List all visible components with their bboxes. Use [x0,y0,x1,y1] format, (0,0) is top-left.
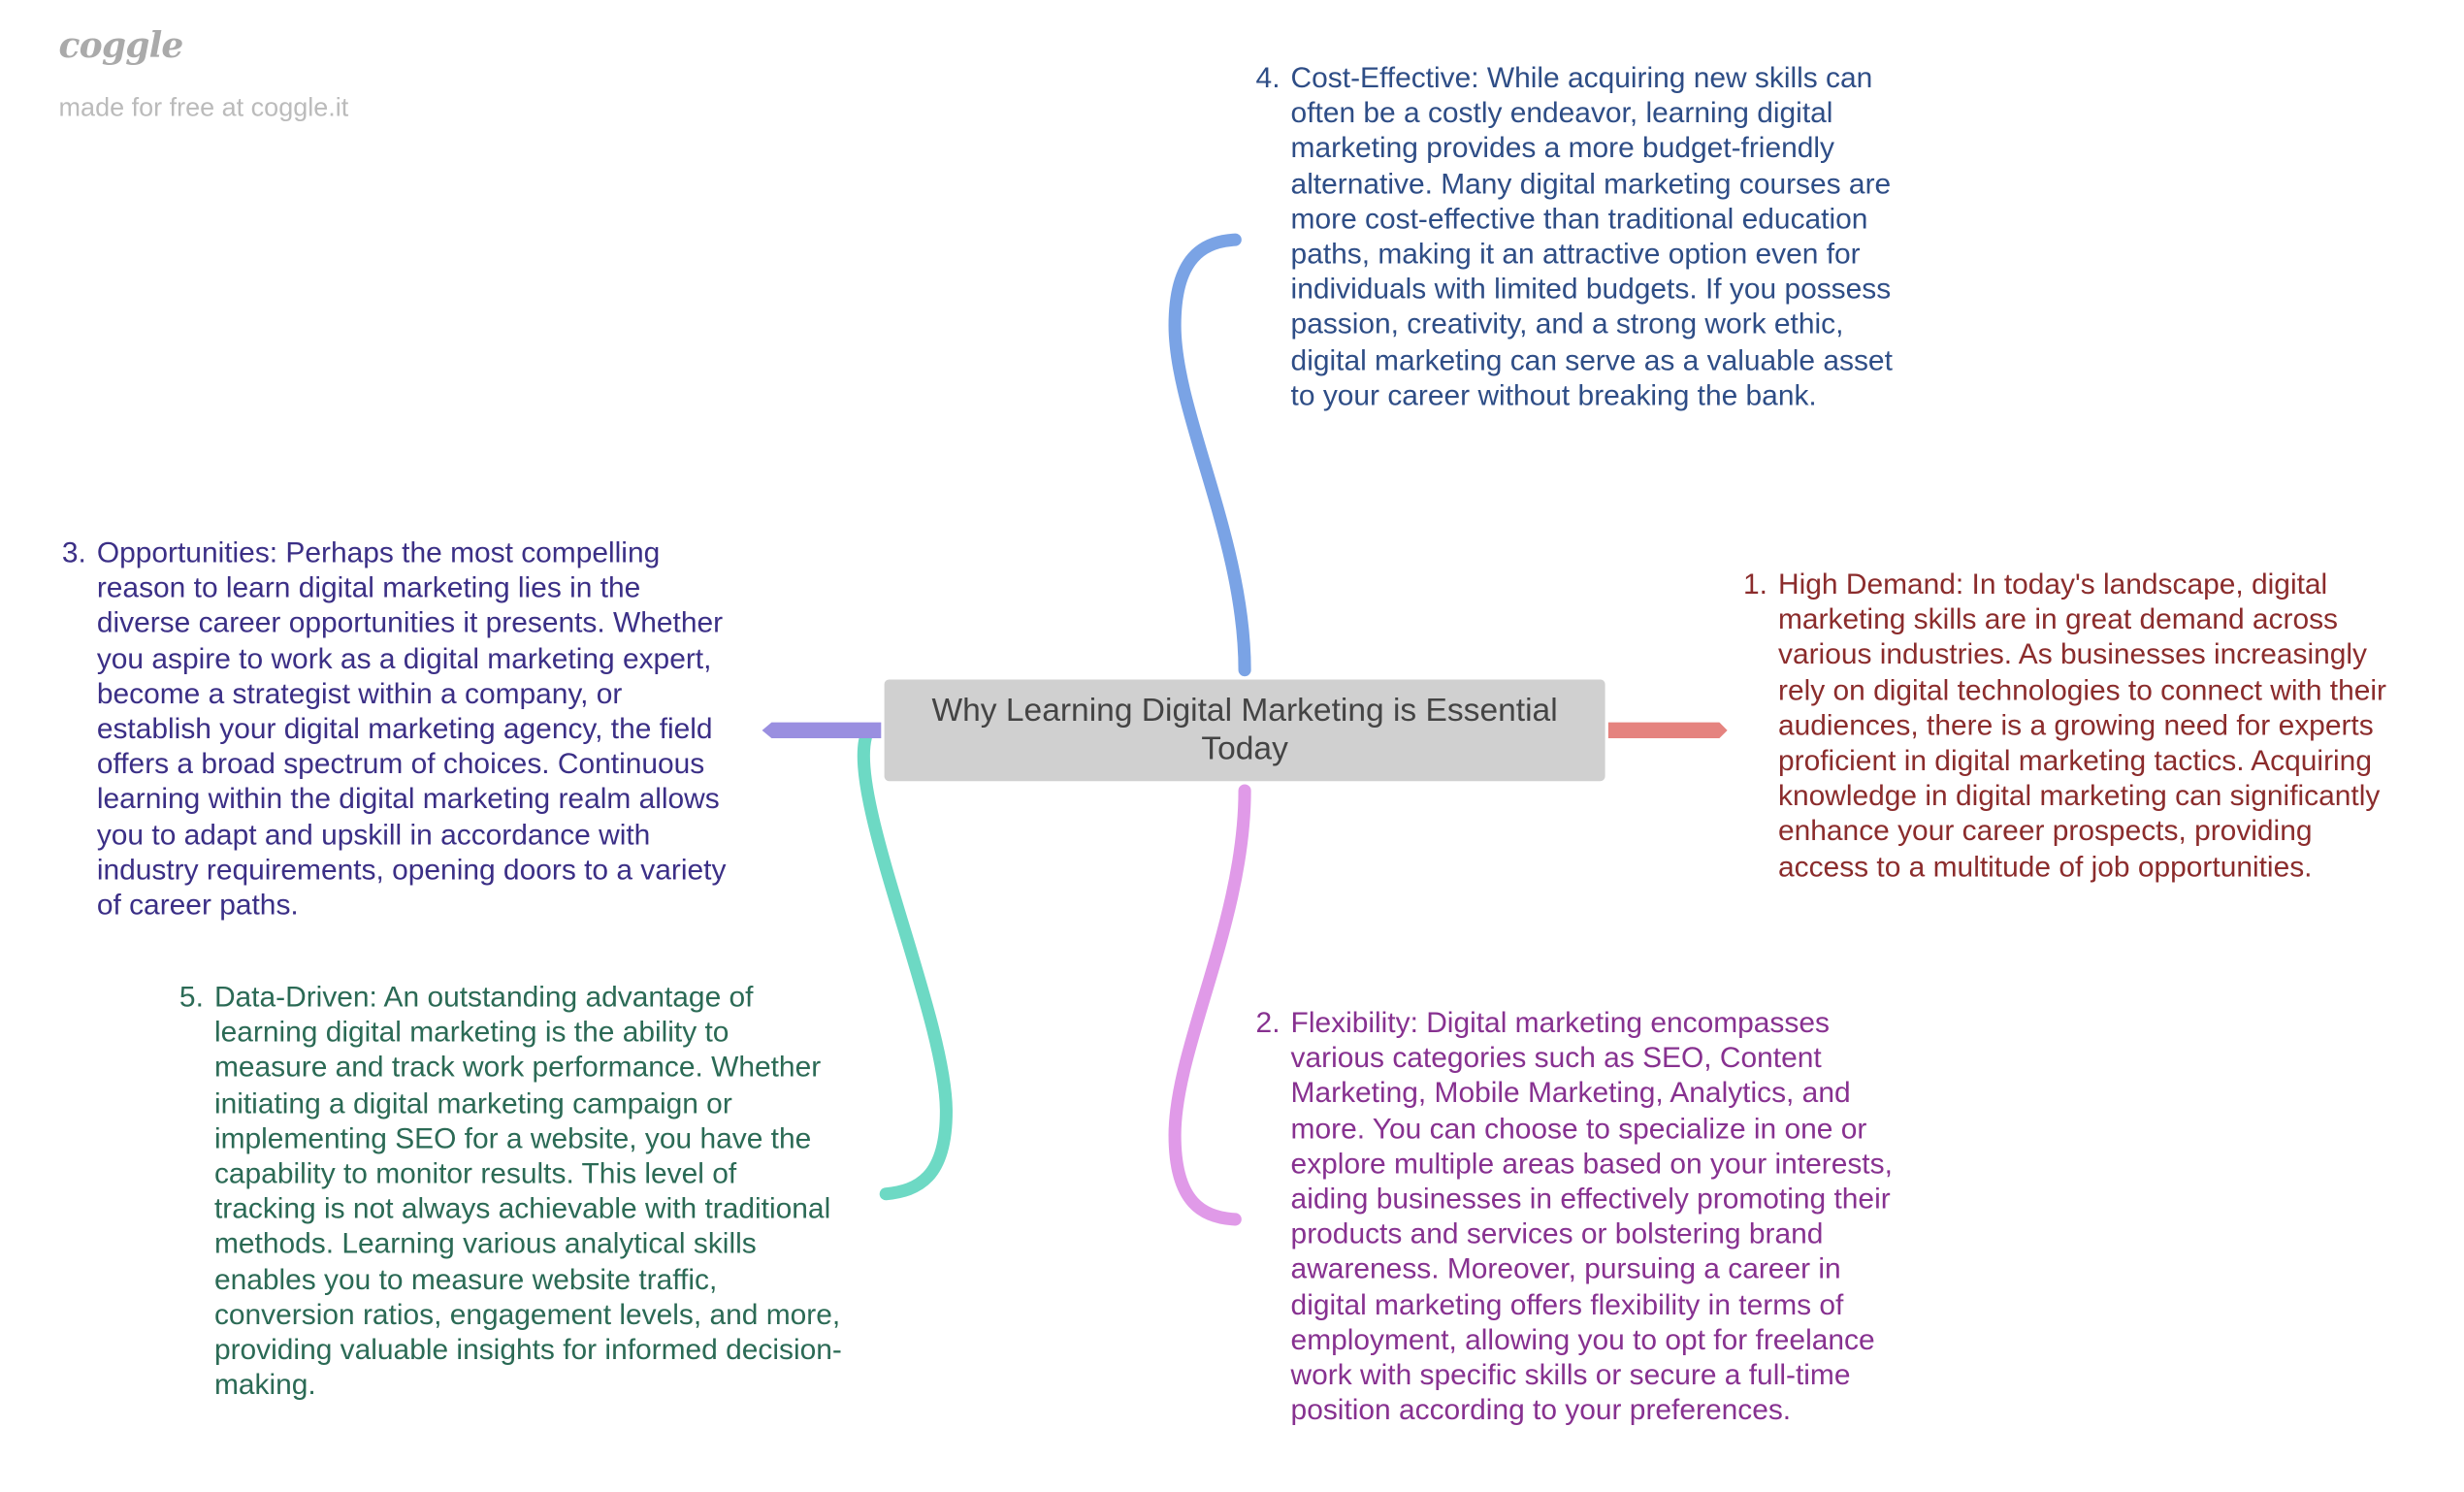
node-text-line: making. [213,1367,316,1401]
node-opportunities[interactable]: 3. Opportunities: Perhaps the most compel… [62,535,727,924]
node-text-line: High Demand: In today's landscape, digit… [1777,567,2328,600]
node-text-line: individuals with limited budgets. If you… [1290,272,1892,306]
node-text-line: diverse career opportunities it presents… [96,605,724,639]
node-number: 5. [178,979,204,1014]
node-cost-effective[interactable]: 4. Cost-Effective: While acquiring new sk… [1256,60,1893,412]
coggle-tagline[interactable]: made for free at coggle.it [58,93,349,123]
node-flexibility[interactable]: 2. Flexibility: Digital marketing encompa… [1256,1004,1893,1428]
node-text-line: become a strategist within a company, or [96,675,623,710]
node-text-line: aiding businesses in effectively promoti… [1290,1181,1891,1216]
node-text-line: audiences, there is a growing need for e… [1777,707,2374,741]
node-text-line: Marketing, Mobile Marketing, Analytics, … [1290,1075,1851,1110]
node-text-line: more. You can choose to specialize in on… [1290,1110,1867,1145]
node-text-line: learning within the digital marketing re… [96,781,720,816]
node-text-line: conversion ratios, engagement levels, an… [213,1296,841,1331]
node-text-line: capability to monitor results. This leve… [213,1155,737,1189]
node-text-line: often be a costly endeavor, learning dig… [1290,95,1833,129]
node-text-line: explore multiple areas based on your int… [1290,1146,1893,1180]
central-topic-node[interactable]: Why Learning Digital Marketing is Essent… [884,679,1605,782]
node-number: 1. [1742,567,1767,600]
node-text-line: proficient in digital marketing tactics.… [1777,742,2372,777]
node-text-line: position according to your preferences. [1290,1392,1792,1427]
node-text-line: more cost-effective than traditional edu… [1290,201,1868,235]
node-text-line: you aspire to work as a digital marketin… [96,640,712,674]
node-text-line: to your career without breaking the bank… [1290,377,1817,411]
node-text-line: industry requirements, opening doors to … [96,852,727,886]
node-text-line: you to adapt and upskill in accordance w… [96,817,651,851]
node-text-line: passion, creativity, and a strong work e… [1290,307,1844,341]
node-text-line: alternative. Many digital marketing cour… [1290,166,1892,200]
node-text-line: marketing provides a more budget-friendl… [1290,130,1834,165]
node-text-line: awareness. Moreover, pursuing a career i… [1290,1251,1841,1285]
node-text-line: employment, allowing you to opt for free… [1290,1322,1875,1356]
node-text-line: reason to learn digital marketing lies i… [96,569,641,604]
node-text-line: digital marketing can serve as a valuabl… [1290,341,1893,376]
node-text-line: providing valuable insights for informed… [213,1332,842,1366]
node-number: 4. [1255,60,1281,94]
node-text-line: various industries. As businesses increa… [1777,636,2367,671]
node-text-line: digital marketing offers flexibility in … [1290,1286,1844,1321]
branch-data [857,727,953,1201]
node-text-line: Data-Driven: An outstanding advantage of [213,979,754,1014]
node-text-line: of career paths. [96,887,299,922]
branch-flexibility [1168,784,1251,1226]
node-text-line: paths, making it an attractive option ev… [1290,236,1861,271]
node-text-line: enables you to measure website traffic, [213,1261,718,1295]
node-text-line: Opportunities: Perhaps the most compelli… [96,535,661,568]
node-text-line: tracking is not always achievable with t… [213,1190,831,1225]
node-text-line: implementing SEO for a website, you have… [213,1120,812,1154]
node-text-line: Cost-Effective: While acquiring new skil… [1290,60,1873,94]
node-text-line: establish your digital marketing agency,… [96,711,713,745]
node-text-line: products and services or bolstering bran… [1290,1216,1824,1250]
branch-opportunities [762,722,882,739]
node-text-line: methods. Learning various analytical ski… [213,1226,757,1260]
node-text-line: enhance your career prospects, providing [1777,813,2313,847]
node-text-line: learning digital marketing is the abilit… [213,1015,729,1049]
node-text-line: initiating a digital marketing campaign … [213,1085,732,1119]
node-text-line: various categories such as SEO, Content [1290,1040,1822,1074]
node-text-line: Flexibility: Digital marketing encompass… [1290,1004,1830,1039]
node-text-line: work with specific skills or secure a fu… [1290,1357,1851,1391]
central-topic-text: Why Learning Digital Marketing is Essent… [931,692,1558,767]
node-data-driven[interactable]: 5. Data-Driven: An outstanding advantage … [179,979,842,1403]
node-number: 2. [1255,1004,1281,1039]
node-text-line: offers a broad spectrum of choices. Cont… [96,746,705,780]
node-text-line: rely on digital technologies to connect … [1777,672,2387,706]
node-number: 3. [61,535,86,568]
node-text-line: marketing skills are in great demand acr… [1777,601,2339,635]
branch-cost [1168,233,1251,677]
node-text-line: access to a multitude of job opportuniti… [1777,848,2313,883]
node-text-line: measure and track work performance. Whet… [213,1050,822,1084]
node-high-demand[interactable]: 1. High Demand: In today's landscape, dig… [1743,567,2387,884]
coggle-logo[interactable]: coggle [58,25,184,67]
branch-demand [1607,722,1728,739]
node-text-line: knowledge in digital marketing can signi… [1777,778,2381,812]
